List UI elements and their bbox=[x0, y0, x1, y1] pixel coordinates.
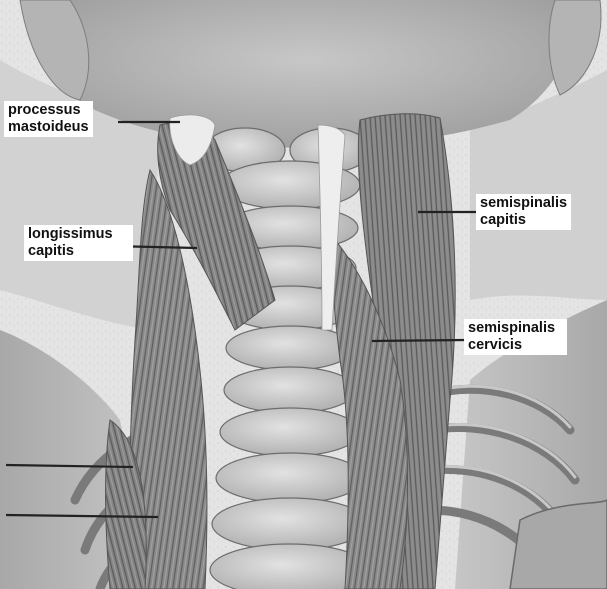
label-processus-mastoideus: processus mastoideus bbox=[4, 101, 93, 137]
leader-semispinalis-cervicis bbox=[372, 340, 466, 341]
label-line: semispinalis bbox=[480, 195, 567, 212]
label-line: semispinalis bbox=[468, 320, 555, 337]
label-semispinalis-cervicis: semispinalis cervicis bbox=[464, 319, 567, 355]
label-line: longissimus bbox=[28, 226, 113, 243]
label-line: processus bbox=[8, 102, 89, 119]
label-line: cervicis bbox=[468, 337, 555, 354]
label-longissimus-capitis: longissimus capitis bbox=[24, 225, 133, 261]
label-semispinalis-capitis: semispinalis capitis bbox=[476, 194, 571, 230]
label-line: capitis bbox=[480, 212, 567, 229]
label-line: mastoideus bbox=[8, 119, 89, 136]
label-line: capitis bbox=[28, 243, 113, 260]
